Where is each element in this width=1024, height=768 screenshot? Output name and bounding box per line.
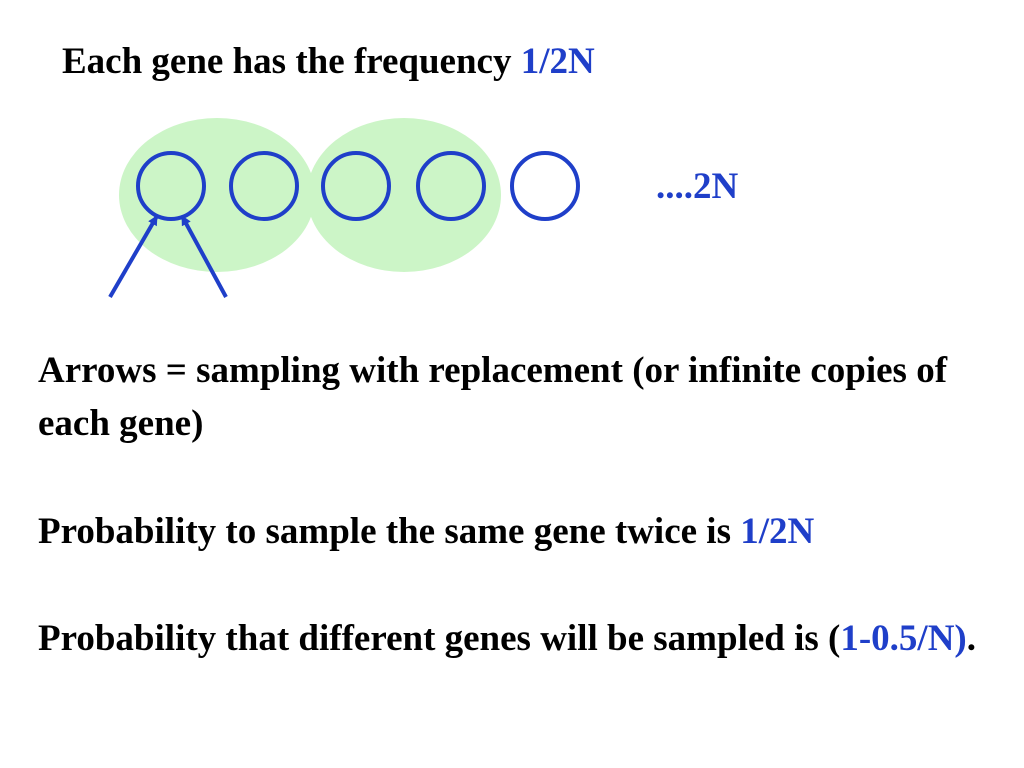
different-genes-probability: Probability that different genes will be… (38, 612, 1013, 665)
different-genes-value: 1-0.5/N) (840, 618, 967, 659)
sampling-arrow-left (108, 214, 159, 299)
individual-blob-2 (307, 118, 501, 272)
gene-circles (136, 151, 580, 221)
slide-title: Each gene has the frequency 1/2N (62, 38, 595, 86)
gene-circle (229, 151, 299, 221)
gene-count-label: ....2N (656, 166, 739, 207)
gene-circle (416, 151, 486, 221)
arrows-explanation: Arrows = sampling with replacement (or i… (38, 350, 948, 444)
gene-circle (510, 151, 580, 221)
gene-circle (136, 151, 206, 221)
title-text: Each gene has the frequency (62, 41, 521, 82)
individual-blob-1 (119, 118, 315, 272)
gene-circle (321, 151, 391, 221)
different-genes-text: Probability that different genes will be… (38, 618, 841, 659)
same-gene-text: Probability to sample the same gene twic… (38, 511, 741, 552)
same-gene-probability: Probability to sample the same gene twic… (38, 505, 1013, 558)
sampling-arrow-right (180, 215, 228, 298)
same-gene-value: 1/2N (740, 511, 815, 552)
different-genes-end: . (966, 618, 977, 659)
title-frequency-value: 1/2N (520, 41, 595, 82)
